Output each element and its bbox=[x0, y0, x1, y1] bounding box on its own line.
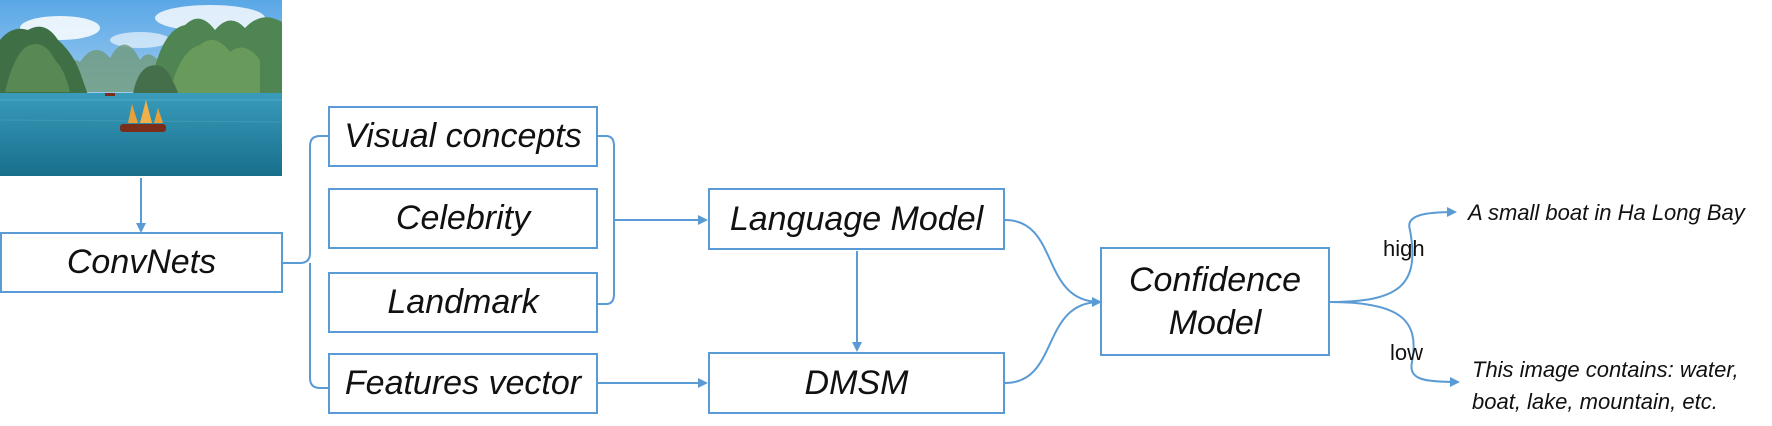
dmsm-box: DMSM bbox=[708, 352, 1005, 414]
language-model-box: Language Model bbox=[708, 188, 1005, 250]
celebrity-label: Celebrity bbox=[395, 199, 531, 238]
ha-long-bay-photo bbox=[0, 0, 282, 176]
confidence-model-box: Confidence Model bbox=[1100, 247, 1330, 356]
edge-dmsm-confidence bbox=[1004, 301, 1101, 384]
features-vector-label: Features vector bbox=[344, 364, 582, 403]
edge-concepts-bracket bbox=[598, 135, 615, 305]
celebrity-box: Celebrity bbox=[328, 188, 598, 249]
visual-concepts-box: Visual concepts bbox=[328, 106, 598, 167]
high-confidence-caption: A small boat in Ha Long Bay bbox=[1468, 200, 1745, 225]
language-model-label: Language Model bbox=[729, 199, 984, 238]
edge-convnets-bracket bbox=[283, 135, 328, 264]
dmsm-label: DMSM bbox=[804, 363, 909, 402]
confidence-model-label: Confidence Model bbox=[1129, 261, 1302, 342]
visual-concepts-label: Visual concepts bbox=[344, 117, 582, 156]
edge-language-model-confidence bbox=[1004, 219, 1102, 307]
low-caption-line1: This image contains: water, bbox=[1472, 357, 1739, 382]
convnets-label: ConvNets bbox=[66, 243, 217, 282]
landmark-box: Landmark bbox=[328, 272, 598, 333]
features-vector-box: Features vector bbox=[328, 353, 598, 414]
edge-confidence-high bbox=[1329, 207, 1457, 303]
convnets-box: ConvNets bbox=[0, 232, 283, 293]
edge-confidence-low bbox=[1329, 301, 1460, 387]
edge-label-low: low bbox=[1390, 340, 1424, 365]
edge-label-high: high bbox=[1383, 236, 1425, 261]
low-confidence-caption: This image contains: water, boat, lake, … bbox=[1472, 354, 1739, 418]
low-caption-line2: boat, lake, mountain, etc. bbox=[1472, 388, 1718, 414]
landmark-label: Landmark bbox=[387, 283, 539, 322]
